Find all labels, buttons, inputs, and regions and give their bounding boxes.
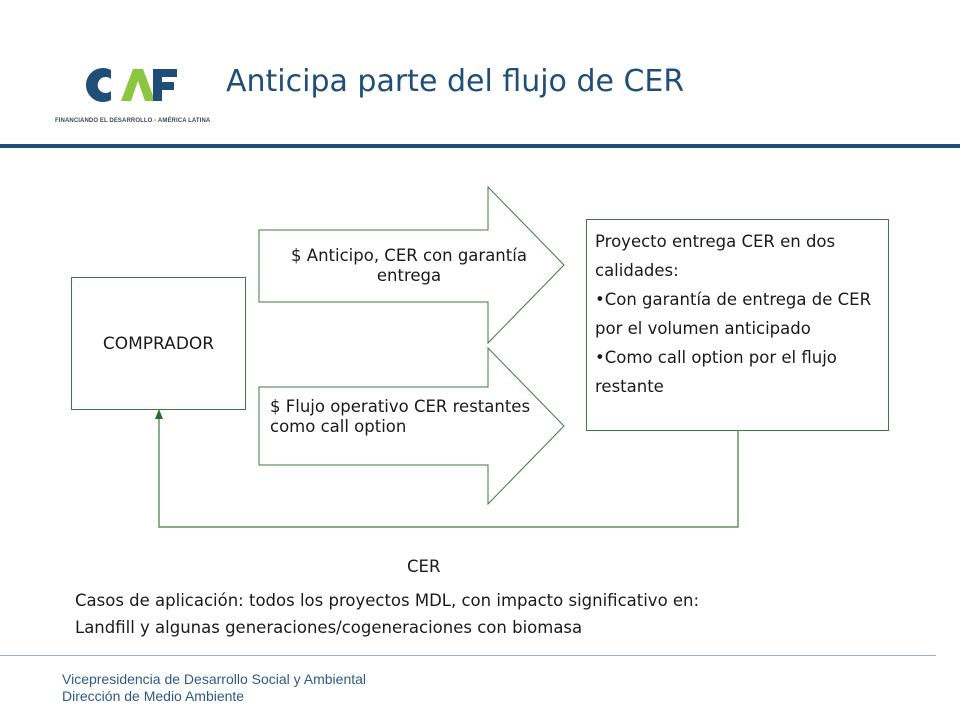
project-box: Proyecto entrega CER en dos calidades: •…: [586, 219, 889, 431]
footer-line-2: Dirección de Medio Ambiente: [62, 688, 245, 704]
call-option-arrow: [258, 346, 565, 506]
project-intro: Proyecto entrega CER en dos calidades:: [595, 232, 836, 280]
advance-arrow: [258, 185, 565, 345]
caf-logo-mark: [86, 68, 177, 102]
buyer-label: COMPRADOR: [102, 333, 215, 354]
cases-line-1: Casos de aplicación: todos los proyectos…: [75, 591, 700, 610]
call-option-arrow-label: $ Flujo operativo CER restantes como cal…: [270, 397, 531, 436]
project-bullet-call-option: •Como call option por el flujo restante: [595, 348, 837, 396]
logo-tagline: FINANCIANDO EL DESARROLLO • AMÉRICA LATI…: [55, 118, 211, 124]
caf-logo: FINANCIANDO EL DESARROLLO • AMÉRICA LATI…: [55, 60, 225, 130]
cer-return-arrowhead: [155, 409, 163, 419]
project-bullet-guarantee: •Con garantía de entrega de CER por el v…: [595, 290, 872, 338]
advance-arrow-label: $ Anticipo, CER con garantía entrega: [291, 246, 527, 285]
footer-divider: [0, 655, 936, 656]
application-cases: Casos de aplicación: todos los proyectos…: [75, 587, 699, 641]
cer-flow-label: CER: [407, 557, 441, 576]
cases-line-2: Landfill y algunas generaciones/cogenera…: [75, 618, 583, 637]
buyer-box: COMPRADOR: [71, 277, 246, 410]
page-title: Anticipa parte del flujo de CER: [226, 64, 685, 99]
footer: Vicepresidencia de Desarrollo Social y A…: [62, 671, 366, 705]
footer-line-1: Vicepresidencia de Desarrollo Social y A…: [62, 671, 367, 687]
cer-return-connector: [158, 418, 739, 528]
header-divider: [0, 144, 960, 148]
